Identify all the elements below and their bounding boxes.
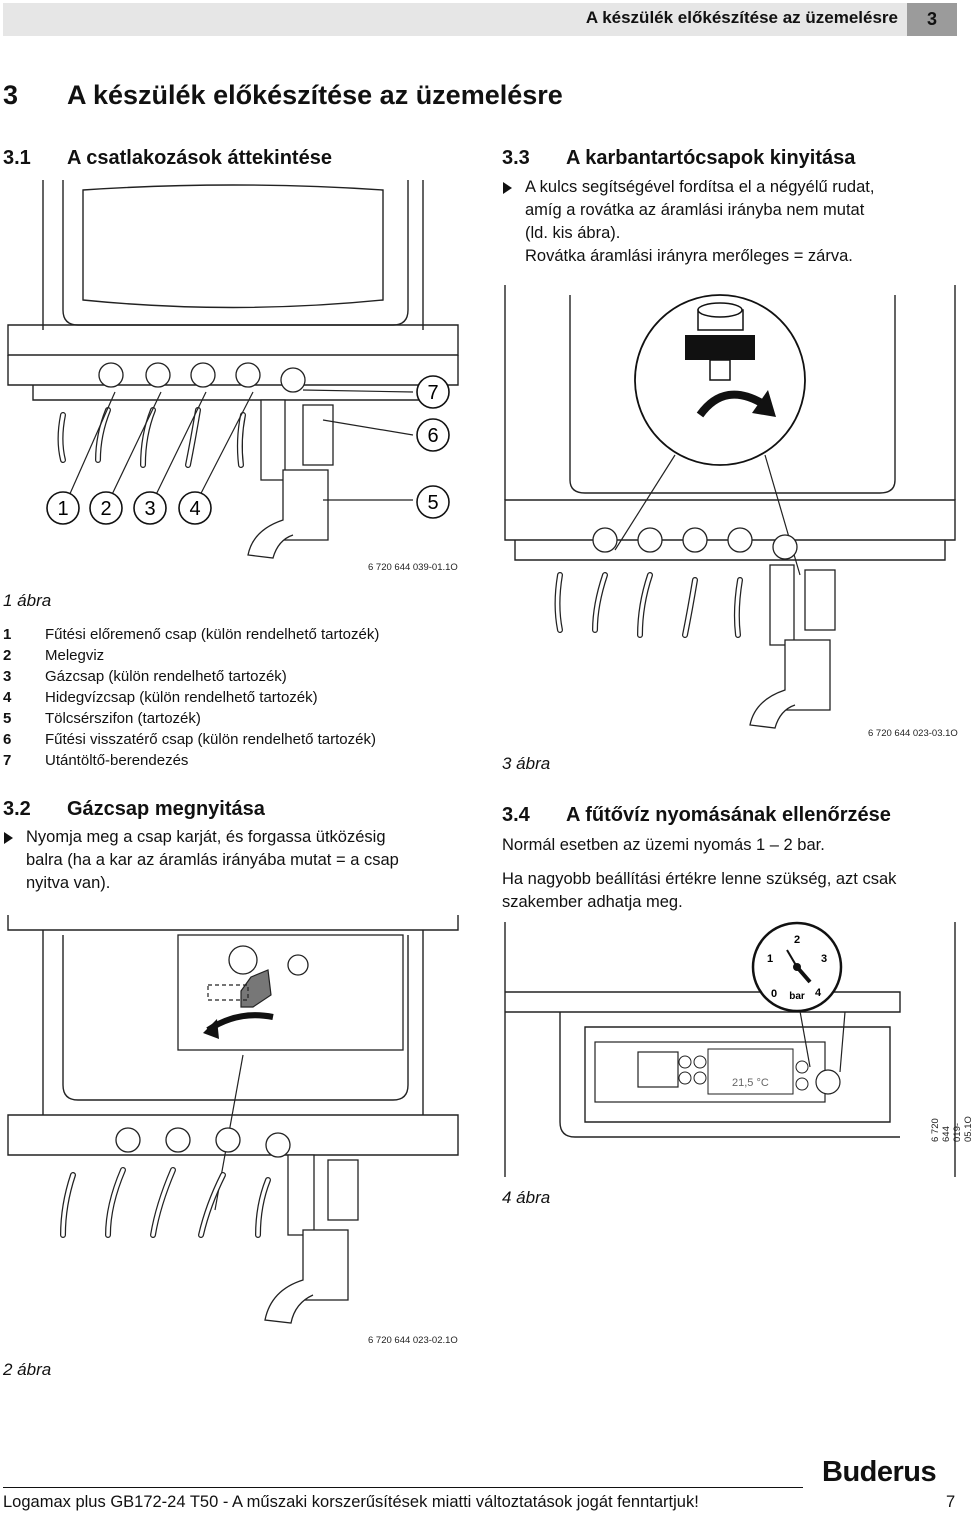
gauge-label-4: 4 [815,987,822,999]
callout-7: 7 [427,382,438,404]
header-bar [3,3,957,36]
figure-4-code: 6 720 644 019-05.1O [930,1116,974,1142]
gauge-label-0: 0 [771,988,777,1000]
chapter-tab: 3 [907,3,957,36]
buderus-logo: Buderus [822,1456,937,1488]
footer-rule [3,1487,803,1488]
figure-2-code: 6 720 644 023-02.1O [368,1335,458,1346]
figure-1-caption: 1 ábra [3,591,52,610]
figure-3-code: 6 720 644 023-03.1O [868,728,958,739]
figure-3-maintenance-valves [504,285,956,729]
figure-1-code: 6 720 644 039-01.1O [368,562,458,573]
bullet-arrow-icon [503,182,512,194]
gauge-label-1: 1 [767,953,773,965]
callout-6: 6 [427,425,438,447]
callout-1: 1 [57,498,68,520]
callout-4: 4 [189,498,200,520]
page-number: 7 [946,1493,956,1511]
display-readout: 21,5 °C [732,1077,769,1089]
gauge-label-3: 3 [821,953,827,965]
callout-5: 5 [427,492,438,514]
figure-4-caption: 4 ábra [502,1188,551,1207]
gauge-label-2: 2 [794,934,800,946]
gauge-unit: bar [789,991,805,1002]
section-3-3-instruction: A kulcs segítségével fordítsa el a négyé… [503,176,874,268]
figure-4-pressure-gauge: 21,5 °C 0 1 2 3 4 bar [504,921,956,1177]
section-3-2-instruction: Nyomja meg a csap karját, és forgassa üt… [4,826,399,895]
callout-2: 2 [100,498,111,520]
running-header: A készülék előkészítése az üzemelésre [585,8,898,27]
figure-3-caption: 3 ábra [502,754,551,773]
bullet-arrow-icon [4,832,13,844]
figure-1-connections-overview: 1 2 3 4 5 6 7 [7,180,459,559]
figure-2-caption: 2 ábra [3,1360,52,1379]
callout-3: 3 [144,498,155,520]
figure-2-gas-valve-opening [7,915,459,1324]
section-3-4-pressure-text: Normál esetben az üzemi nyomás 1 – 2 bar… [502,836,825,854]
section-3-4-note: Ha nagyobb beállítási értékre lenne szük… [502,870,897,911]
footer-text: Logamax plus GB172-24 T50 - A műszaki ko… [3,1493,699,1511]
